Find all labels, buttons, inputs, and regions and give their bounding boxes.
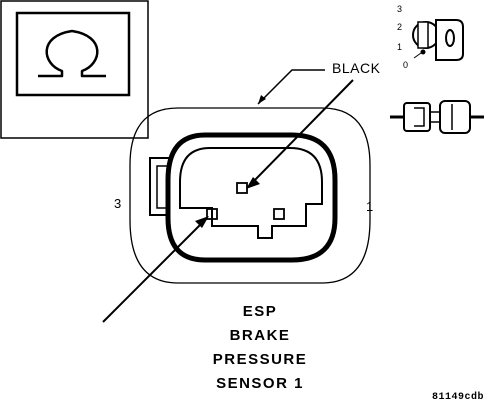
terminal-arrow-upper <box>251 79 354 184</box>
connector-face <box>129 107 371 284</box>
ohm-symbol-icon <box>0 0 149 139</box>
connector-caption: ESP BRAKE PRESSURE SENSOR 1 <box>195 300 325 396</box>
pin-number-left: 3 <box>114 196 122 211</box>
ignition-key-icon <box>412 19 464 61</box>
pin-number-right: 1 <box>366 199 374 214</box>
wire-color-leader <box>257 69 325 105</box>
caption-line: BRAKE <box>229 327 291 344</box>
caption-line: ESP <box>242 303 278 320</box>
terminal-arrow-lower <box>102 221 204 323</box>
key-position-2: 2 <box>397 22 403 32</box>
connector-unplugged-icon <box>390 100 484 134</box>
key-position-0: 0 <box>403 60 409 70</box>
figure-code: 81149cdb <box>432 392 485 403</box>
caption-line: SENSOR 1 <box>216 375 304 392</box>
wire-color-label: BLACK <box>332 60 381 76</box>
caption-line: PRESSURE <box>212 351 308 368</box>
key-position-1: 1 <box>397 42 403 52</box>
key-position-3: 3 <box>397 4 403 14</box>
